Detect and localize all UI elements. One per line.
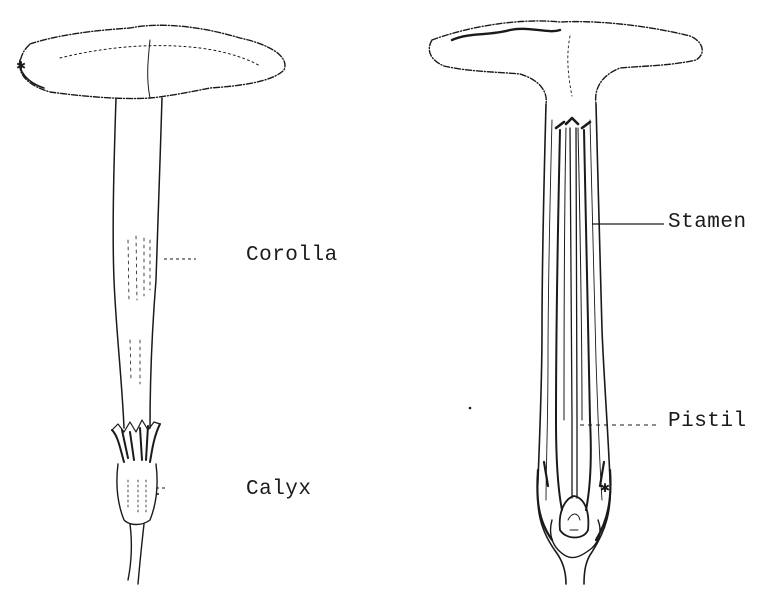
- corolla-tube-veins: [128, 236, 150, 384]
- stamen-filaments: [556, 130, 591, 510]
- flower-section-view: ✱: [429, 21, 702, 584]
- leader-lines-left: [156, 259, 196, 488]
- section-mark: ✱: [600, 481, 610, 495]
- corolla-tube-right: [150, 98, 162, 428]
- pedicel: [128, 524, 144, 584]
- flower-external-view: ✱: [16, 25, 285, 584]
- ovary: [560, 496, 589, 538]
- calyx-lobes: [112, 424, 160, 462]
- section-tube-inner-left: [546, 120, 552, 500]
- stamen-filaments-thin: [564, 128, 582, 420]
- corolla-tube-left: [113, 98, 124, 428]
- leader-lines-right: [580, 224, 664, 425]
- corolla-label: Corolla: [246, 244, 338, 267]
- pistil-label: Pistil: [668, 410, 747, 433]
- ovary-interior: [568, 514, 580, 530]
- calyx-lobe-tips: [112, 420, 160, 432]
- section-limb-fold: [568, 36, 572, 96]
- section-tube-inner-right: [590, 120, 602, 500]
- section-limb: [429, 21, 702, 104]
- calyx-cup-veins: [128, 480, 146, 514]
- section-limb-dark: [452, 29, 560, 40]
- corolla-limb-fold: [148, 40, 150, 98]
- limb-mark: ✱: [16, 59, 26, 73]
- calyx-label: Calyx: [246, 478, 312, 501]
- corolla-limb-inner: [60, 46, 260, 66]
- stamen-label: Stamen: [668, 211, 747, 234]
- corolla-limb: [20, 25, 285, 98]
- stamen-anthers: [556, 118, 590, 128]
- pistil-style: [570, 128, 577, 498]
- speck: [157, 493, 159, 495]
- speck: [469, 407, 472, 410]
- calyx-cup: [117, 464, 157, 525]
